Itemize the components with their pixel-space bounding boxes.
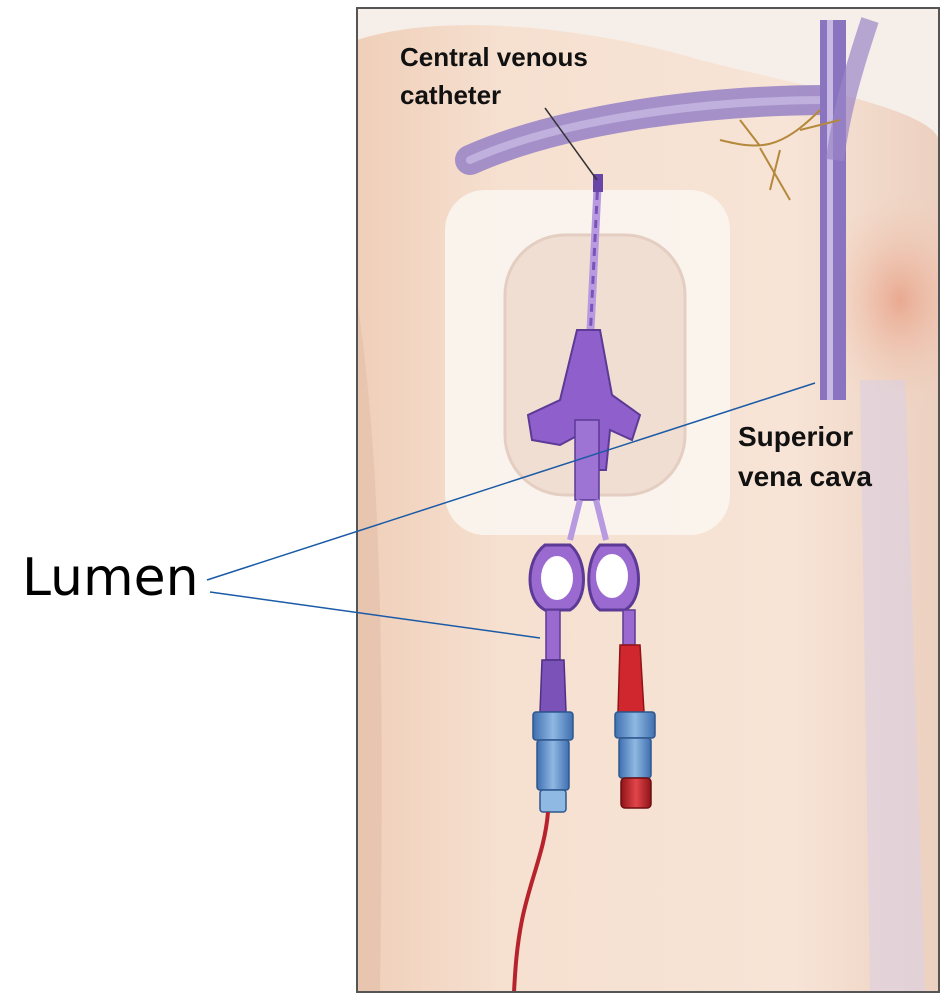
right-cap-top (615, 712, 655, 738)
right-clamp-window (596, 554, 628, 598)
right-lumen-red-segment (618, 645, 644, 712)
catheter-label-line1: Central venous (400, 42, 588, 72)
right-lumen-tube (623, 610, 635, 645)
left-lumen-connector (540, 660, 566, 712)
left-cap-body (537, 740, 569, 790)
svc-label-line1: Superior (738, 421, 853, 452)
right-red-cap (621, 778, 651, 808)
left-cap-end (540, 790, 566, 812)
lumen-label: Lumen (22, 548, 199, 608)
left-cap-top (533, 712, 573, 740)
catheter-label-line2: catheter (400, 80, 501, 110)
right-cap-body (619, 738, 651, 778)
left-lumen-tube (546, 610, 560, 660)
svc-label-line2: vena cava (738, 461, 872, 492)
illustration-panel (357, 8, 948, 992)
left-clamp-window (541, 556, 573, 600)
